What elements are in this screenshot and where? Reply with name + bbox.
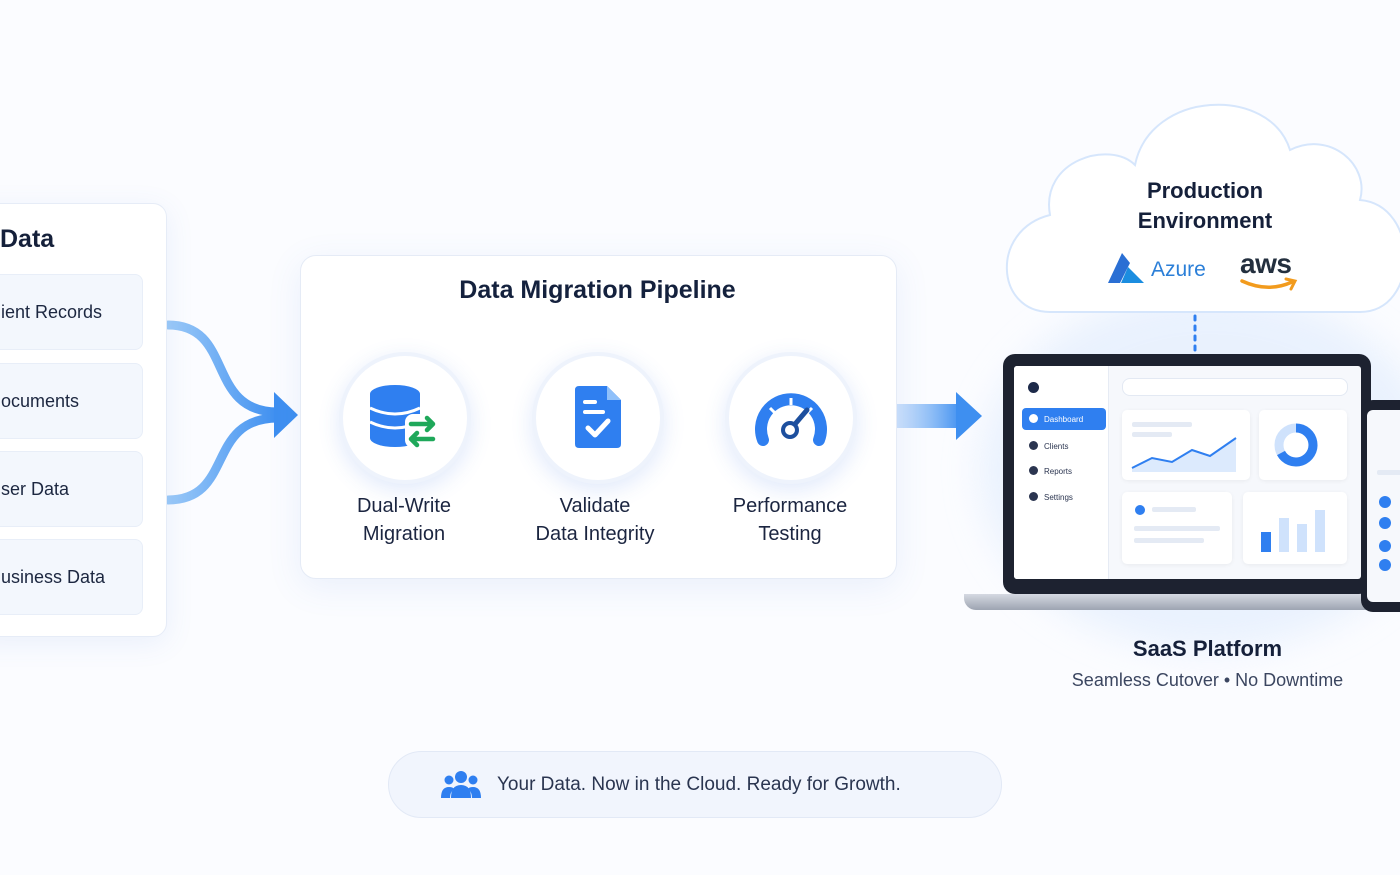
stage-validate [532,352,664,484]
platform-title: SaaS Platform [1132,636,1283,661]
dashboard-icon [1029,414,1038,423]
nav-dashboard[interactable]: Dashboard [1022,408,1106,430]
phone-list-art [1377,470,1400,571]
cloud-shape [1005,103,1400,313]
phone-screen [1367,410,1400,602]
database-sync-icon [369,385,439,448]
bar-chart-icon [1261,510,1325,552]
nav-clients-label: Clients [1044,441,1069,451]
nav-clients[interactable]: Clients [1022,435,1106,457]
azure-logo-icon [1108,253,1144,283]
cloud-title-line2: Environment [1137,208,1273,233]
gear-icon [1029,492,1038,501]
source-arrow-head [274,392,298,438]
nav-reports-label: Reports [1044,466,1073,476]
stage-performance-label: Performance Testing [705,492,875,548]
platform-subtitle: Seamless Cutover • No Downtime [1071,670,1344,690]
stage-3-line2: Testing [758,523,822,545]
source-item-documents: ocuments [0,363,143,439]
speedometer-icon [755,393,827,446]
nav-settings[interactable]: Settings [1022,486,1106,508]
stage-3-line1: Performance [732,495,848,517]
line-chart-tile [1122,410,1250,480]
app-search-bar[interactable] [1122,378,1348,396]
nav-reports[interactable]: Reports [1022,460,1106,482]
source-flow-arrows [163,320,283,505]
bottom-banner: Your Data. Now in the Cloud. Ready for G… [388,751,1002,818]
nav-settings-label: Settings [1044,492,1073,502]
stage-1-line2: Migration [362,523,446,545]
source-item-user-data: ser Data [0,451,143,527]
clients-icon [1029,441,1038,450]
aws-label: aws [1240,248,1292,279]
stage-1-line1: Dual-Write [356,495,452,517]
banner-text: Your Data. Now in the Cloud. Ready for G… [497,774,901,795]
laptop-screen: Dashboard Clients Reports Settings [1014,366,1361,579]
stage-2-line2: Data Integrity [535,523,655,545]
aws-smile-icon [1240,277,1298,291]
document-check-icon [575,386,621,448]
donut-chart-icon [1274,423,1318,467]
source-panel-title: Data [0,225,55,253]
users-group-icon [441,771,481,798]
bar-chart-tile [1243,492,1347,564]
cloud-title-line1: Production [1146,178,1264,203]
stage-2-line1: Validate [559,495,631,517]
stage-dual-write [339,352,471,484]
stage-validate-label: Validate Data Integrity [510,492,680,548]
reports-icon [1029,466,1038,475]
list-tile [1122,492,1232,564]
pipeline-title: Data Migration Pipeline [459,276,736,304]
nav-dashboard-label: Dashboard [1044,414,1084,424]
line-chart-icon [1131,422,1237,472]
source-item-client-records: ient Records [0,274,143,350]
azure-label: Azure [1151,258,1206,281]
stage-dual-write-label: Dual-Write Migration [319,492,489,548]
donut-chart-tile [1259,410,1347,480]
user-icon [1028,382,1039,393]
laptop-base [964,594,1400,610]
list-tile-art [1134,505,1220,543]
source-item-business-data: usiness Data [0,539,143,615]
cloud-title: Production Environment [1085,176,1325,236]
stage-performance [725,352,857,484]
